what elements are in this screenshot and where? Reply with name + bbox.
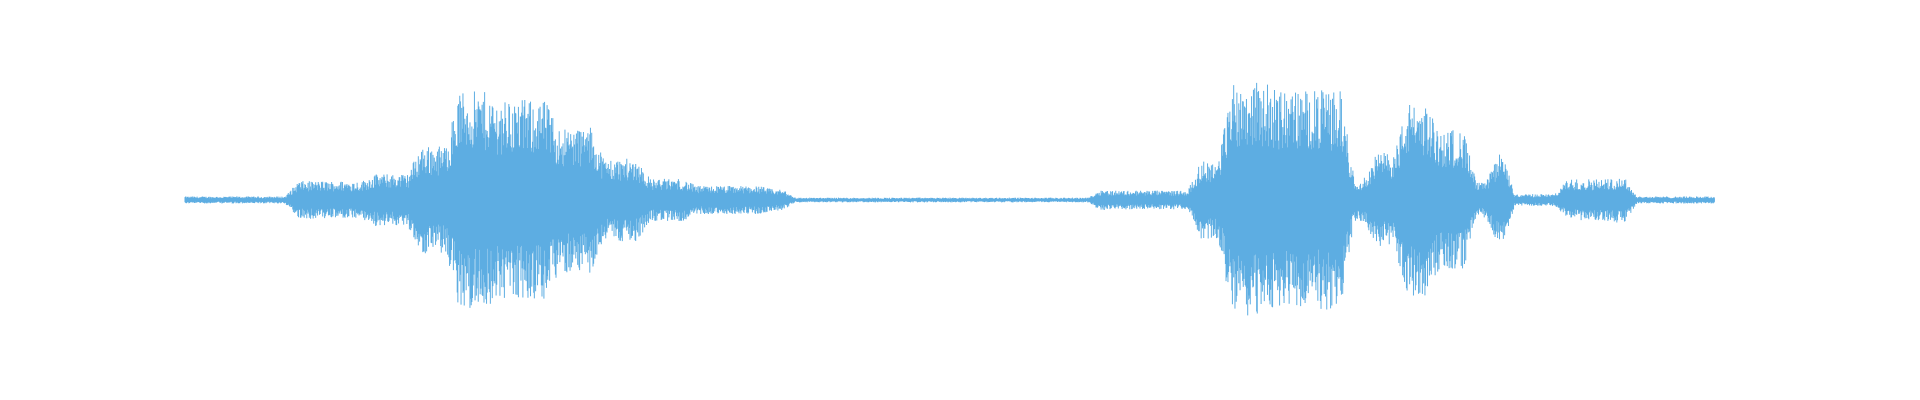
waveform-path	[184, 82, 1715, 316]
waveform-bars	[184, 82, 1715, 316]
